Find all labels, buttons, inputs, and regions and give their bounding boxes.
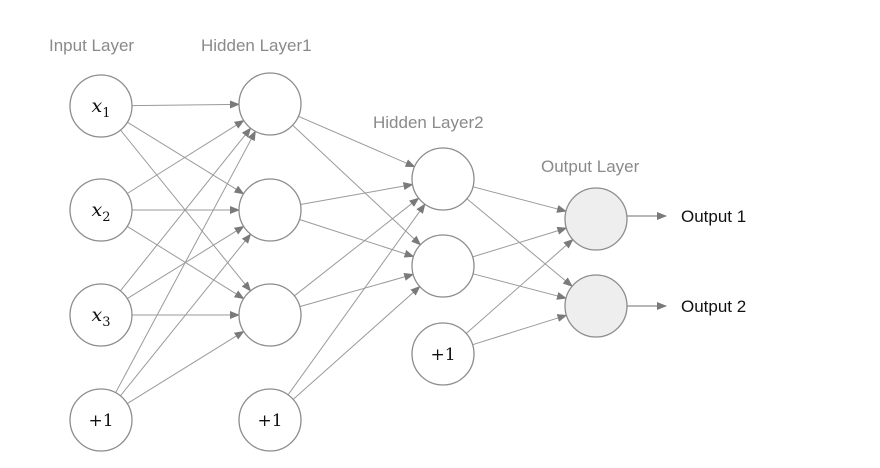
input-hidden1-edge-1-1 (131, 100, 240, 109)
input-bias-node: +1 (69, 388, 133, 452)
input-layer-label: Input Layer (49, 36, 134, 55)
hidden1-hidden2-edge-2-2 (299, 219, 415, 258)
hidden2-output-edge-3-2 (472, 314, 568, 346)
input-hidden1-edge-3-1 (120, 127, 252, 292)
hidden2-node-2 (411, 234, 475, 298)
svg-text:x2: x2 (92, 199, 111, 225)
input-hidden1-edge-4-3 (127, 330, 245, 405)
output-layer-label: Output Layer (541, 157, 640, 176)
output-1-label: Output 1 (681, 207, 746, 226)
svg-text:x3: x3 (92, 304, 111, 330)
hidden1-hidden2-edge-3-2 (299, 273, 415, 308)
svg-text:x1: x1 (92, 95, 111, 121)
hidden1-node-1 (238, 72, 302, 136)
input-node-1: x1 (69, 74, 133, 138)
svg-text:+1: +1 (88, 411, 113, 431)
hidden-layer2-label: Hidden Layer2 (373, 113, 484, 132)
hidden1-node-2 (238, 178, 302, 242)
hidden1-hidden2-edge-4-1 (287, 203, 426, 396)
hidden1-node-3 (238, 283, 302, 347)
output-node-2 (564, 274, 628, 338)
hidden1-hidden2-edge-1-2 (292, 124, 422, 246)
input-hidden1-edge-2-1 (127, 119, 245, 194)
hidden2-output-edge-3-1 (465, 238, 574, 334)
hidden-layer1-label: Hidden Layer1 (201, 36, 312, 55)
hidden2-bias-node: +1 (411, 322, 475, 386)
input-node-2: x2 (69, 178, 133, 242)
connections (115, 100, 574, 405)
output-2-label: Output 2 (681, 297, 746, 316)
input-hidden1-edge-4-2 (120, 233, 252, 397)
input-node-3: x3 (69, 283, 133, 347)
hidden2-output-edge-2-1 (472, 226, 568, 258)
input-hidden1-edge-4-1 (115, 130, 256, 393)
hidden1-hidden2-edge-2-1 (300, 182, 414, 205)
hidden1-hidden2-edge-4-2 (292, 285, 421, 400)
hidden2-node-1 (411, 147, 475, 211)
hidden1-hidden2-edge-1-1 (298, 115, 416, 168)
svg-text:+1: +1 (257, 411, 282, 431)
input-hidden1-edge-1-2 (127, 121, 245, 195)
hidden2-output-edge-1-1 (472, 186, 567, 213)
hidden1-bias-node: +1 (238, 388, 302, 452)
svg-text:+1: +1 (430, 345, 455, 365)
hidden1-hidden2-edge-3-1 (294, 197, 420, 297)
output-node-1 (564, 187, 628, 251)
